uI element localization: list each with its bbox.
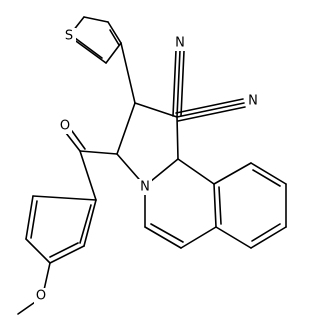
- bond: [144, 226, 182, 249]
- bond: [32, 195, 97, 201]
- bond: [134, 102, 178, 118]
- sulfur-atom-label: S: [65, 29, 73, 44]
- dihydroisoquinoline-ring: [144, 158, 217, 249]
- triple-bond-line: [176, 102, 245, 118]
- double-bond-line: [79, 204, 92, 244]
- methoxyphenyl-ring: [17, 150, 97, 315]
- bond: [107, 21, 122, 44]
- bond: [65, 132, 81, 152]
- bond: [25, 195, 34, 240]
- double-bond-line: [71, 130, 86, 150]
- triple-bond-line: [177, 106, 246, 122]
- bond: [49, 245, 85, 264]
- atom-label-ether-O: O: [34, 288, 48, 304]
- double-bond-line: [150, 223, 184, 243]
- bond: [105, 42, 122, 64]
- double-bond-line: [218, 186, 222, 225]
- nitrile-group-2: [175, 98, 246, 122]
- atom-label-nitrile-N2: N: [246, 93, 260, 109]
- pyrrolidine-ring: [116, 102, 179, 187]
- atom-label-thiophene-S: S: [62, 28, 76, 44]
- nitrile-nitrogen-label: N: [175, 36, 185, 51]
- bond: [180, 226, 217, 249]
- double-bond-line: [252, 169, 281, 187]
- bond: [79, 150, 118, 155]
- bond: [83, 16, 109, 23]
- bond: [83, 199, 97, 247]
- molecule-structure-diagram: S N N O N O: [17, 16, 287, 315]
- double-bond-line: [74, 37, 103, 59]
- double-bond-line: [30, 200, 38, 239]
- nitrile-nitrogen-label: N: [248, 94, 258, 109]
- triple-bond-line: [172, 49, 177, 117]
- bond: [215, 226, 252, 249]
- bond: [250, 162, 287, 185]
- nitrile-group-1: [172, 49, 185, 118]
- double-bond-line: [251, 223, 281, 242]
- double-bond-line: [109, 29, 120, 46]
- bond: [176, 116, 179, 160]
- ring-nitrogen-label: N: [140, 180, 150, 195]
- bond: [250, 226, 287, 249]
- bond: [116, 102, 136, 155]
- thiophene-ring: [68, 16, 122, 64]
- benzo-ring: [213, 162, 287, 249]
- triple-bond-line: [175, 98, 244, 114]
- bond: [120, 42, 136, 104]
- carbonyl-oxygen-label: O: [60, 119, 70, 134]
- triple-bond-line: [180, 50, 185, 117]
- bond: [43, 262, 51, 291]
- triple-bond-line: [176, 49, 181, 118]
- ether-oxygen-label: O: [36, 289, 46, 304]
- bond: [79, 150, 97, 201]
- atom-label-carbonyl-O: O: [58, 118, 72, 134]
- bond: [213, 183, 217, 228]
- double-bond-line: [49, 242, 79, 258]
- bond: [177, 158, 215, 185]
- bond: [213, 162, 252, 185]
- atom-label-nitrile-N1: N: [173, 35, 187, 51]
- atom-label-ring-N: N: [138, 179, 152, 195]
- bond: [25, 238, 51, 264]
- carbonyl-group: [65, 130, 118, 155]
